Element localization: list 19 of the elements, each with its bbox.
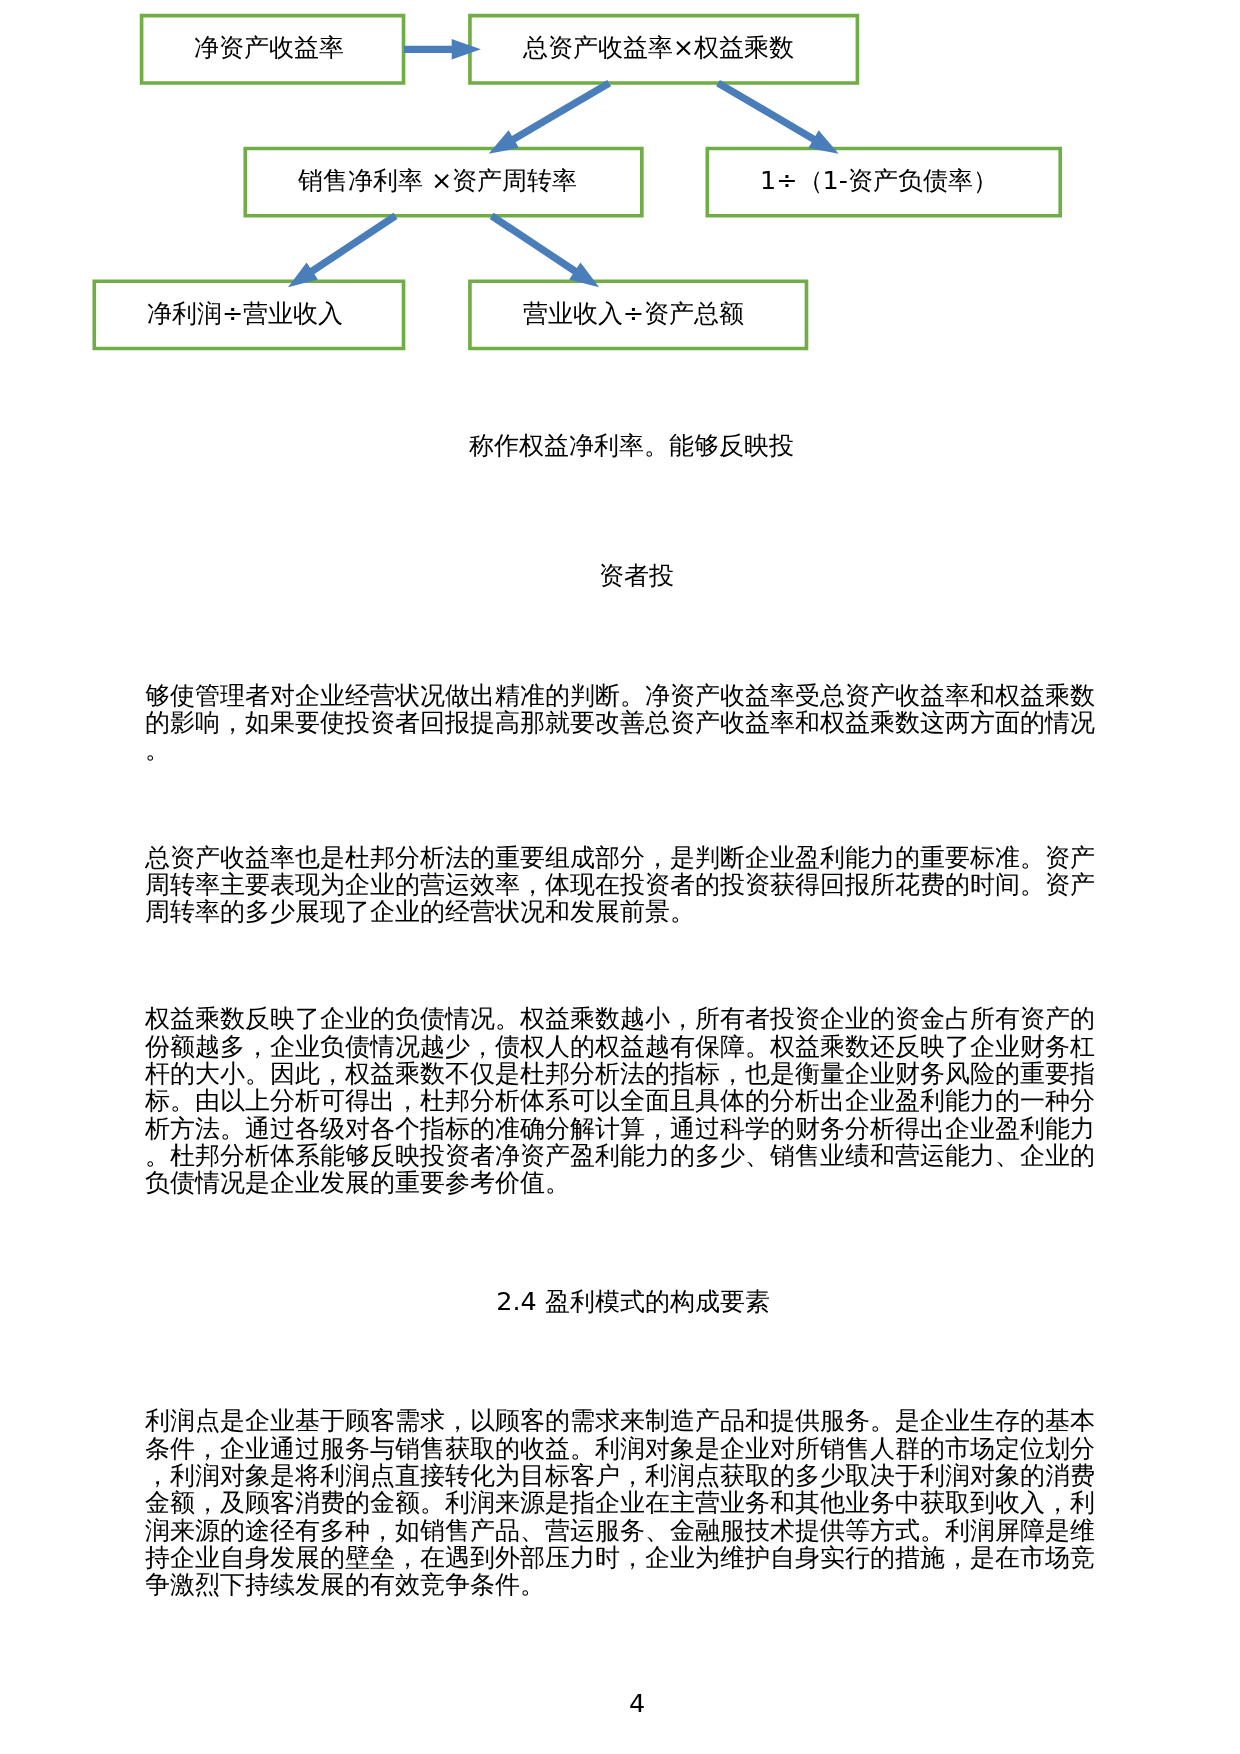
node-box: 销售净利率 ×资产周转率 [243, 146, 644, 218]
label: 总资产收益率也是杜邦分析法的重要组成部分，是判断企业盈利能力的重要标准。资产周转率主要表现为企业的营运效率，体现在投资者的投资获得回报所花费的时间。资产周转率的多少展现了企业的经营状况和发展前景。 [145, 841, 1096, 927]
arrow [489, 212, 600, 288]
node-box: 净资产收益率 [139, 13, 406, 85]
label: 称作权益净利率。能够反映投 [469, 429, 795, 460]
node-box: 总资产收益率×权益乘数 [468, 13, 860, 85]
label: 4 [629, 1688, 646, 1719]
label: 资者投 [599, 560, 675, 591]
label: 够使管理者对企业经营状况做出精准的判断。净资产收益率受总资产收益率和权益乘数的影响，如果要使投资者回报提高那就要改善总资产收益率和权益乘数这两方面的情况。 [145, 679, 1096, 765]
node-box: 1÷（1-资产负债率） [705, 146, 1063, 218]
node-box: 净利润÷营业收入 [92, 279, 406, 351]
arrow [287, 212, 398, 288]
arrow [403, 39, 481, 60]
label: 2.4 盈利模式的构成要素 [496, 1286, 770, 1317]
arrow [488, 79, 612, 154]
node-box: 营业收入÷资产总额 [468, 279, 809, 351]
label: 利润点是企业基于顾客需求，以顾客的需求来制造产品和提供服务。是企业生存的基本条件，企业通过服务与销售获取的收益。利润对象是企业对所销售人群的市场定位划分，利润对象是将利润点直接转化为目标客户，利润点获取的多少取决于利润对象的消费金额，及顾客消费的金额。利润来源是指企业在主营业务和其他业务中获取到收入，利润来源的途径有多种，如销售产品、营运服务、金融服技术提供等方式。利润屏障是维持企业自身发展的壁垒，在遇到外部压力时，企业为维护自身实行的措施，是在市场竞争激烈下持续发展的有效竞争条件。 [145, 1405, 1096, 1600]
label: 权益乘数反映了企业的负债情况。权益乘数越小，所有者投资企业的资金占所有资产的份额越多，企业负债情况越少，债权人的权益越有保障。权益乘数还反映了企业财务杠杆的大小。因此，权益乘数不仅是杜邦分析法的指标，也是衡量企业财务风险的重要指标。由以上分析可得出，杜邦分析体系可以全面且具体的分析出企业盈利能力的一种分析方法。通过各级对各个指标的准确分解计算，通过科学的财务分析得出企业盈利能力。杜邦分析体系能够反映投资者净资产盈利能力的多少、销售业绩和营运能力、企业的负债情况是企业发展的重要参考价值。 [145, 1003, 1096, 1198]
arrow [716, 79, 839, 154]
